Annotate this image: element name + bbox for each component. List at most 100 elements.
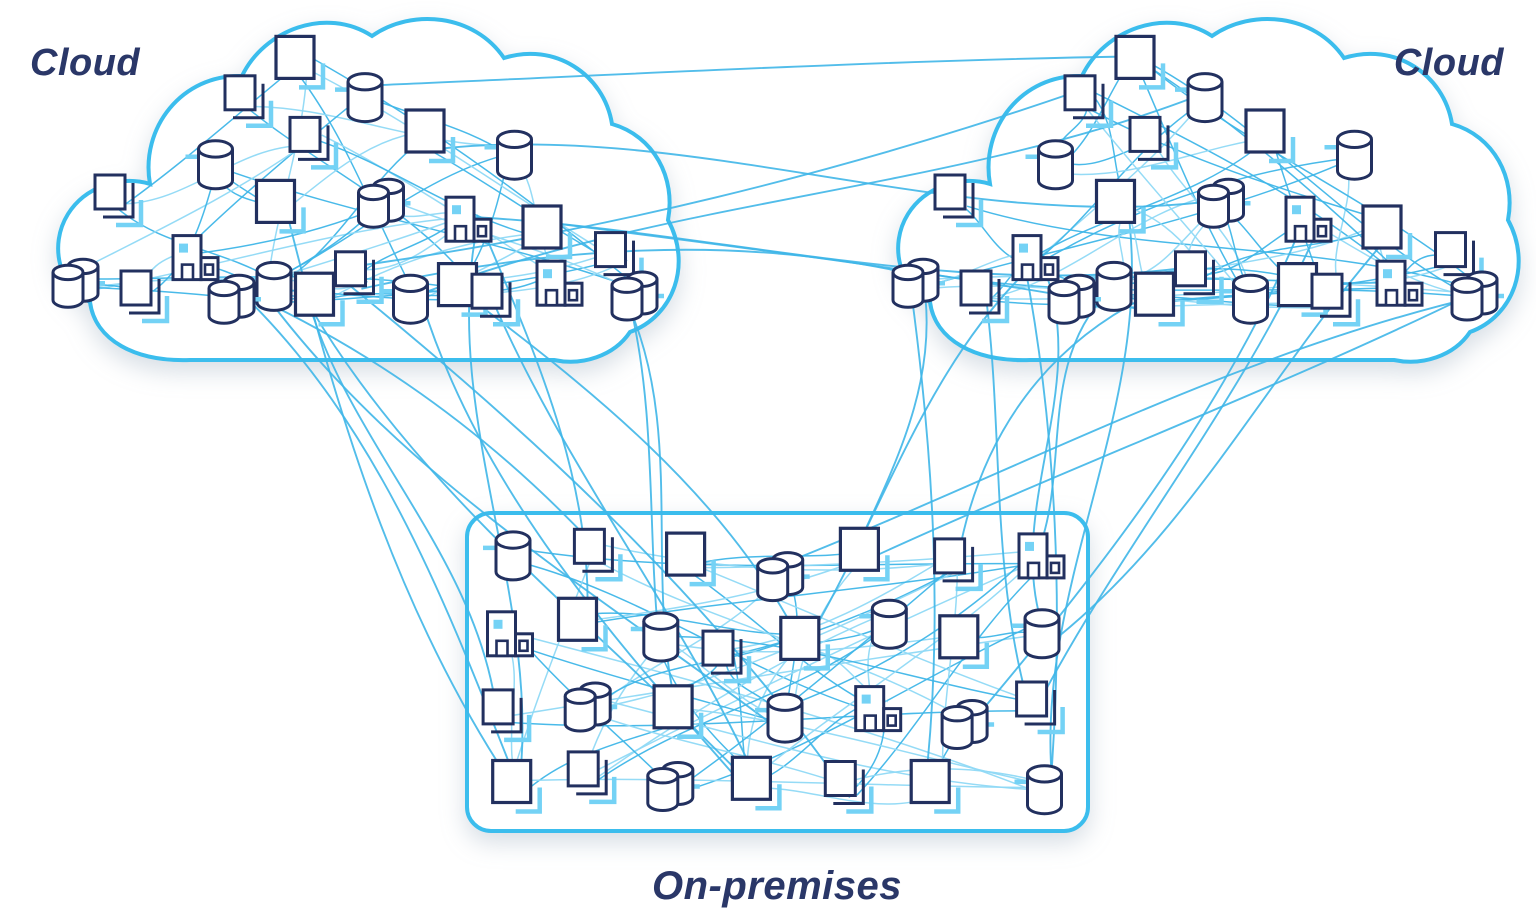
database-cluster-icon <box>940 699 995 750</box>
application-icon <box>730 755 782 811</box>
cloud-right-icons <box>891 34 1504 327</box>
database-icon <box>1014 764 1063 816</box>
application-stack-icon <box>481 688 532 743</box>
application-stack-icon <box>959 269 1010 324</box>
database-icon <box>185 139 234 191</box>
connection-line <box>419 96 1195 295</box>
connection-line <box>1134 54 1487 306</box>
connection-line <box>1025 136 1270 263</box>
connection-line <box>774 293 1485 568</box>
connection-line <box>680 707 1054 788</box>
connection-line <box>186 96 362 250</box>
connection-line <box>1033 290 1110 561</box>
connection-line <box>575 553 875 623</box>
application-stack-icon <box>701 629 752 684</box>
connection-line <box>809 251 1048 637</box>
application-icon <box>1244 108 1296 164</box>
database-cluster-icon <box>891 257 945 309</box>
office-building-icon <box>1017 532 1066 580</box>
application-stack-icon <box>1174 250 1224 305</box>
office-building-icon <box>171 234 220 282</box>
database-icon <box>1175 72 1224 124</box>
database-icon <box>630 611 680 663</box>
database-cluster-icon <box>51 257 105 309</box>
database-icon <box>1025 139 1074 191</box>
application-icon <box>556 596 608 652</box>
application-icon <box>938 614 990 670</box>
connection-line <box>321 134 553 275</box>
connection-line <box>752 546 1049 779</box>
database-cluster-icon <box>563 681 618 733</box>
connection-line <box>346 91 1076 269</box>
database-icon <box>755 692 804 744</box>
cloud-left-icons <box>51 34 664 327</box>
connection-line <box>699 566 1034 703</box>
database-icon <box>1012 608 1061 660</box>
connection-line <box>679 560 961 788</box>
connection-line <box>282 139 423 283</box>
application-icon <box>521 204 573 260</box>
database-cluster-icon <box>357 177 411 229</box>
connection-line <box>71 140 310 275</box>
office-building-icon <box>1375 259 1424 307</box>
connection-line <box>1042 156 1356 262</box>
database-icon <box>1220 273 1269 325</box>
connection-line <box>1052 229 1395 642</box>
office-building-icon <box>854 685 903 733</box>
application-icon <box>1094 178 1146 234</box>
database-icon <box>484 129 533 181</box>
database-icon <box>244 260 293 312</box>
application-icon <box>1133 271 1185 327</box>
application-stack-icon <box>933 173 984 228</box>
connection-line <box>1139 71 1245 293</box>
connection-line <box>1059 137 1266 176</box>
application-icon <box>491 758 542 814</box>
connection-line <box>294 69 417 296</box>
on-premises-label: On-premises <box>651 864 903 908</box>
connection-line <box>589 556 1047 775</box>
connection-line <box>1092 91 1410 286</box>
connection-line <box>577 612 807 636</box>
connection-line <box>853 275 928 554</box>
connection-line <box>957 288 1162 556</box>
connection-line <box>985 300 1030 703</box>
connection-line <box>590 614 883 783</box>
database-cluster-icon <box>756 551 810 603</box>
application-stack-icon <box>334 250 384 305</box>
application-icon <box>1114 34 1166 90</box>
application-stack-icon <box>1310 272 1361 327</box>
office-building-icon <box>1011 234 1060 282</box>
application-stack-icon <box>1063 74 1114 129</box>
connection-line <box>1085 106 1390 223</box>
office-building-icon <box>486 610 534 658</box>
database-cluster-icon <box>207 273 261 325</box>
database-icon <box>1324 129 1373 181</box>
application-icon <box>436 262 488 317</box>
database-icon <box>380 273 429 325</box>
application-stack-icon <box>93 173 144 228</box>
application-stack-icon <box>933 537 983 592</box>
connection-line <box>266 65 308 287</box>
application-stack-icon <box>470 272 521 327</box>
connection-line <box>730 572 950 657</box>
application-stack-icon <box>823 760 874 814</box>
connection-line <box>591 572 954 711</box>
database-icon <box>335 72 384 124</box>
database-icon <box>483 530 532 582</box>
cloud-left-label: Cloud <box>30 42 141 84</box>
application-icon <box>254 178 306 234</box>
connection-line <box>372 55 1129 87</box>
application-icon <box>274 34 326 90</box>
database-cluster-icon <box>1047 273 1101 325</box>
office-building-icon <box>1284 195 1333 243</box>
database-cluster-icon <box>646 761 700 812</box>
application-icon <box>404 108 456 164</box>
connection-line <box>856 294 1470 566</box>
connection-line <box>504 557 883 716</box>
application-icon <box>1361 204 1413 260</box>
cloud-right-label: Cloud <box>1393 42 1504 84</box>
application-icon <box>652 684 704 740</box>
connection-line <box>487 288 756 776</box>
